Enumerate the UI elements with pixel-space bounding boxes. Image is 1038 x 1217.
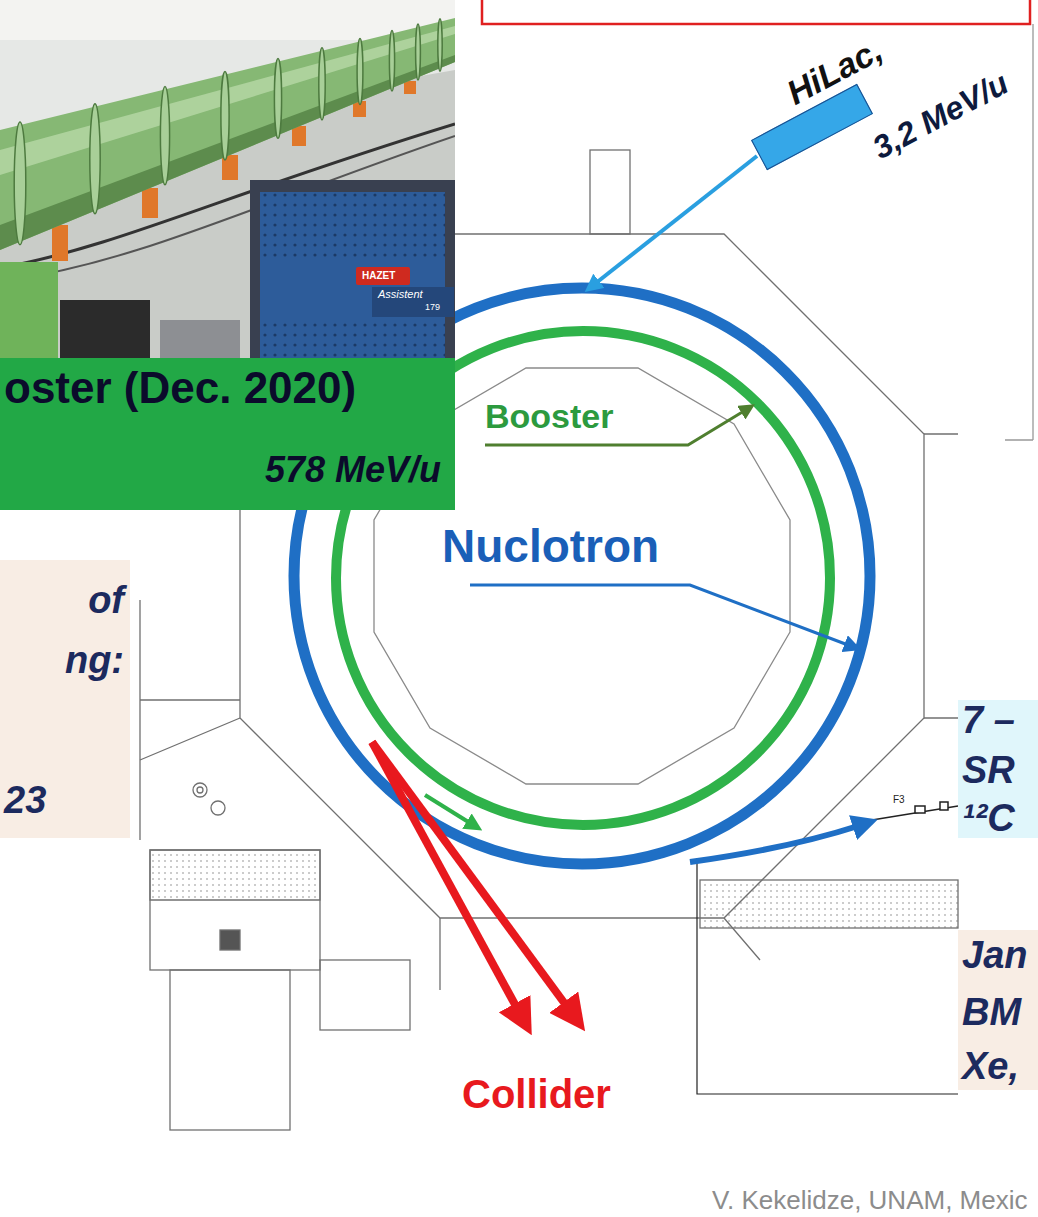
brand-logo-holder: Assistent xyxy=(378,288,423,301)
floor-plan xyxy=(240,234,924,918)
model-number-holder: 179 xyxy=(425,302,440,313)
node-text: 23 xyxy=(4,780,46,820)
frame-outline xyxy=(482,0,1030,24)
brand-logo: Assistent xyxy=(378,288,423,301)
booster-photo xyxy=(357,38,363,104)
node-text: ng: xyxy=(65,640,124,680)
node-heading: of xyxy=(88,580,124,620)
node-heading: oster (Dec. 2020) xyxy=(4,362,356,414)
booster-photo xyxy=(90,104,100,214)
booster-photo xyxy=(356,267,410,285)
booster-photo xyxy=(438,19,442,72)
floor-plan xyxy=(140,24,1033,1130)
floor-plan xyxy=(150,850,320,900)
collider-label-holder: Collider xyxy=(462,1070,611,1118)
beam-arrows xyxy=(690,826,858,862)
booster-photo xyxy=(14,122,26,245)
beamline xyxy=(872,802,958,820)
booster-photo xyxy=(274,59,281,139)
node-text: 3,2 MeV/u xyxy=(867,65,1014,166)
booster-photo xyxy=(221,72,229,160)
beamline xyxy=(915,806,925,813)
beam-arrows xyxy=(596,156,757,283)
floor-plan xyxy=(320,960,410,1030)
booster-photo xyxy=(416,24,421,80)
run-panel: JanBM Xe, xyxy=(958,930,1038,1090)
beam-arrows xyxy=(372,742,518,1010)
node-text: BM xyxy=(962,992,1021,1032)
floor-plan xyxy=(150,850,320,970)
node-heading: 7 – xyxy=(962,700,1015,740)
footer-credit: V. Kekelidze, UNAM, Mexic xyxy=(712,1186,1027,1214)
floor-plan xyxy=(220,930,240,950)
booster-photo xyxy=(389,31,394,92)
beamline-label-holder: F3 xyxy=(892,794,906,806)
booster-photo xyxy=(160,320,240,358)
schedule-panel: of ng: 23 xyxy=(0,560,130,838)
beamline-label: F3 xyxy=(892,794,906,806)
floor-plan xyxy=(1005,24,1033,440)
beamline xyxy=(940,802,948,810)
node-heading: Jan xyxy=(962,935,1027,975)
brand-badge-holder: HAZET xyxy=(362,270,395,282)
booster-photo xyxy=(160,86,169,184)
node-text: ¹²C xyxy=(962,798,1015,838)
booster-photo xyxy=(292,126,306,146)
booster-photo xyxy=(0,26,455,175)
floor-plan xyxy=(590,150,630,234)
booster-photo xyxy=(260,192,445,262)
ring-label-holder: Booster xyxy=(485,396,613,436)
floor-plan xyxy=(211,801,225,815)
booster-photo xyxy=(52,225,68,261)
booster-photo xyxy=(142,188,158,218)
floor-plan xyxy=(197,787,203,793)
linac-block: HiLac,3,2 MeV/u xyxy=(731,0,1038,215)
booster-photo xyxy=(260,320,445,358)
booster-banner: oster (Dec. 2020) 578 MeV/u xyxy=(0,358,455,510)
collider-label: Collider xyxy=(462,1070,611,1118)
node-text: SR xyxy=(962,750,1015,790)
node-text: Xe, xyxy=(962,1046,1019,1086)
model-number: 179 xyxy=(425,302,440,313)
booster-photo xyxy=(0,0,455,358)
booster-photo xyxy=(319,48,325,120)
booster-photo xyxy=(60,300,150,358)
brand-badge: HAZET xyxy=(362,270,395,282)
booster-photo xyxy=(372,287,454,317)
floor-plan xyxy=(170,970,290,1130)
floor-plan xyxy=(193,783,207,797)
booster-photo xyxy=(0,262,58,358)
floor-plan xyxy=(697,858,958,1094)
footer-credit-holder: V. Kekelidze, UNAM, Mexic xyxy=(712,1186,1027,1214)
node-text: 578 MeV/u xyxy=(265,448,441,492)
ring-label: Nuclotron xyxy=(442,520,659,572)
beam-arrows xyxy=(372,742,568,1008)
run-panel: 7 – SR ¹²C xyxy=(958,700,1038,838)
beam-arrows xyxy=(470,585,848,645)
booster-photo xyxy=(0,0,455,40)
ring-label: Booster xyxy=(485,396,613,436)
floor-plan xyxy=(140,600,240,840)
booster-photo xyxy=(404,81,416,94)
booster-photo xyxy=(260,192,445,358)
booster-photo xyxy=(0,0,455,358)
booster-photo xyxy=(250,180,455,358)
ring-label-holder: Nuclotron xyxy=(442,520,659,572)
